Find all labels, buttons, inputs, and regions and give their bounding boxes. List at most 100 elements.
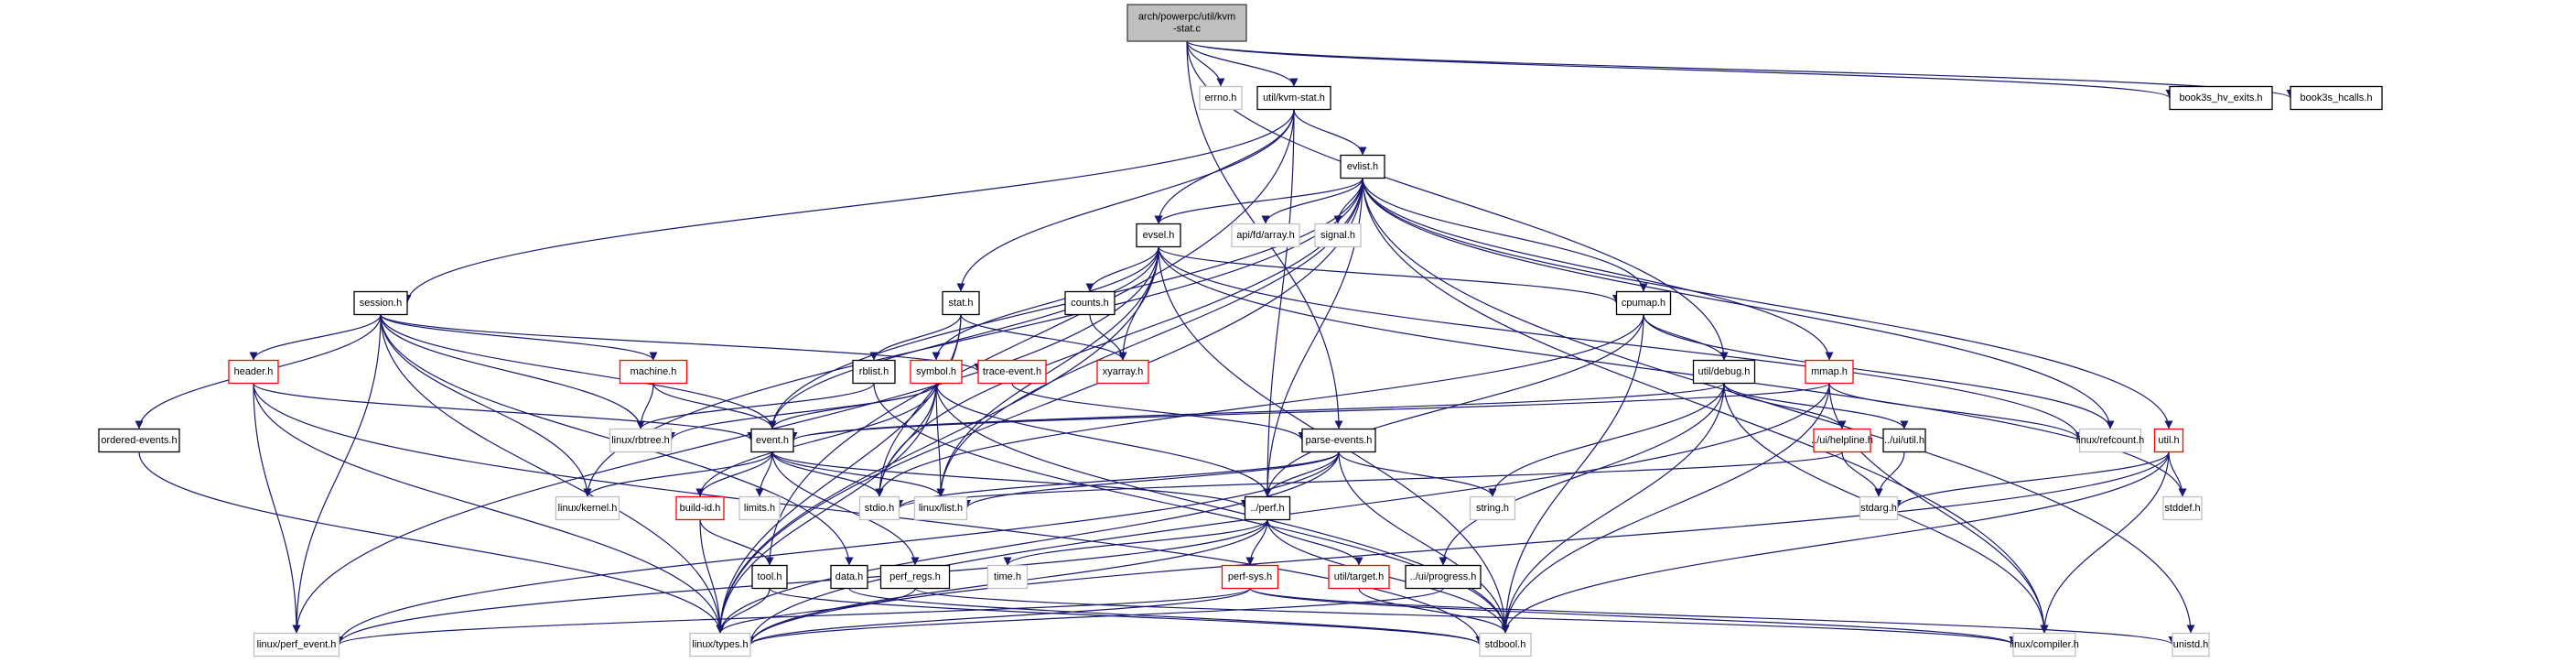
node-perfregs[interactable]: perf_regs.h <box>879 564 951 590</box>
node-event[interactable]: event.h <box>750 428 794 453</box>
node-util[interactable]: util.h <box>2153 428 2184 453</box>
edge-cpumap-to-stdio <box>875 314 1644 497</box>
node-box <box>2169 85 2273 111</box>
edge-helpline-to-stdio <box>895 451 1843 509</box>
edge-event-to-stdio <box>771 451 884 497</box>
edge-evsel-to-perfevent <box>292 246 1159 634</box>
node-box <box>852 359 896 385</box>
node-label: unistd.h <box>2173 639 2209 650</box>
node-hv_exits[interactable]: book3s_hv_exits.h <box>2169 85 2273 111</box>
edge-mmap-to-stdbool <box>1501 383 1830 634</box>
node-symbol[interactable]: symbol.h <box>910 359 963 385</box>
node-evlist[interactable]: evlist.h <box>1340 154 1385 179</box>
edge-session-to-event <box>380 314 777 429</box>
node-label: machine.h <box>631 366 677 377</box>
node-evsel[interactable]: evsel.h <box>1136 223 1181 248</box>
edge-session-to-kernel <box>380 314 592 497</box>
node-signal: signal.h <box>1314 223 1362 248</box>
node-traceevent[interactable]: trace-event.h <box>977 359 1047 385</box>
edge-evlist-to-compiler <box>1362 178 2049 634</box>
node-label: parse-events.h <box>1306 435 1373 446</box>
node-xyarray[interactable]: xyarray.h <box>1096 359 1149 385</box>
edge-perf-to-perfevent <box>335 519 1268 646</box>
node-debug[interactable]: util/debug.h <box>1692 359 1756 385</box>
node-box <box>2012 632 2076 658</box>
node-box <box>1136 223 1181 248</box>
edge-parseevents-to-string <box>1338 451 1497 497</box>
edge-kvmstat_h-to-session <box>403 109 1295 304</box>
edge-evsel-to-counts <box>1085 246 1159 292</box>
edge-parseevents-to-perfevent <box>335 451 1340 646</box>
edge-cpumap-to-stdbool <box>1501 314 1644 634</box>
node-errno: errno.h <box>1199 85 1243 111</box>
node-label: trace-event.h <box>983 366 1041 377</box>
edge-session-to-header <box>249 314 382 361</box>
node-label: errno.h <box>1205 92 1237 103</box>
edge-parseevents-to-list <box>963 451 1340 509</box>
node-string: string.h <box>1469 495 1516 521</box>
node-perfsys[interactable]: perf-sys.h <box>1221 564 1279 590</box>
edges-layer <box>135 40 2295 646</box>
node-label: util.h <box>2158 435 2179 446</box>
node-box <box>1405 564 1482 590</box>
node-stdio: stdio.h <box>858 495 900 521</box>
node-header[interactable]: header.h <box>228 359 279 385</box>
node-label: time.h <box>994 571 1021 582</box>
node-box <box>2162 495 2203 521</box>
node-kvmstat_h[interactable]: util/kvm-stat.h <box>1256 85 1331 111</box>
node-uiutil[interactable]: ../ui/util.h <box>1882 428 1926 453</box>
node-tool[interactable]: tool.h <box>751 564 788 590</box>
node-label: api/fd/array.h <box>1236 230 1294 241</box>
edge-cpumap-to-refcount <box>1643 314 2115 429</box>
edge-header-to-perfevent <box>253 383 301 634</box>
node-stat[interactable]: stat.h <box>942 290 980 316</box>
edge-kvmstat_h-to-perf <box>1263 109 1295 497</box>
edge-symbol-to-event <box>768 383 937 429</box>
edge-symbol-to-buildid <box>695 383 937 497</box>
edge-event-to-limits <box>755 451 773 497</box>
node-progress[interactable]: ../ui/progress.h <box>1405 564 1482 590</box>
edge-util-to-stdarg <box>1893 451 2170 509</box>
node-perf[interactable]: ../perf.h <box>1244 495 1291 521</box>
node-label: linux/rbtree.h <box>611 435 670 446</box>
edge-evsel-to-refcount <box>1158 246 2084 441</box>
node-data[interactable]: data.h <box>830 564 868 590</box>
node-fdarray: api/fd/array.h <box>1231 223 1300 248</box>
node-box <box>1615 290 1672 316</box>
node-counts[interactable]: counts.h <box>1064 290 1116 316</box>
node-label: perf_regs.h <box>889 571 941 582</box>
node-box <box>1314 223 1362 248</box>
node-buildid[interactable]: build-id.h <box>675 495 725 521</box>
edge-evlist-to-fdarray <box>1261 178 1363 224</box>
edge-perf-to-perfsys <box>1245 519 1268 566</box>
node-hcalls[interactable]: book3s_hcalls.h <box>2290 85 2383 111</box>
node-mmap[interactable]: mmap.h <box>1805 359 1854 385</box>
node-parseevents[interactable]: parse-events.h <box>1301 428 1376 453</box>
edge-header-to-types <box>253 383 725 634</box>
edge-debug-to-stdbool <box>1501 383 1725 634</box>
node-helpline[interactable]: ../ui/helpline.h <box>1811 428 1873 453</box>
edge-evlist-to-cpumap <box>1362 178 1648 292</box>
node-root[interactable]: arch/powerpc/util/kvm-stat.c <box>1126 4 1247 42</box>
node-box <box>1126 4 1247 42</box>
node-label: evsel.h <box>1143 230 1175 241</box>
node-rblist[interactable]: rblist.h <box>852 359 896 385</box>
edge-evlist-to-evsel <box>1154 178 1363 224</box>
edge-event-to-list <box>771 451 945 497</box>
node-session[interactable]: session.h <box>353 290 408 316</box>
node-box <box>986 564 1029 590</box>
edge-tool-to-stdbool <box>769 587 1484 646</box>
node-refcount: linux/refcount.h <box>2076 428 2144 453</box>
node-label: util/debug.h <box>1698 366 1751 377</box>
node-cpumap[interactable]: cpumap.h <box>1615 290 1672 316</box>
node-label: ordered-events.h <box>101 435 177 446</box>
node-target[interactable]: util/target.h <box>1328 564 1390 590</box>
edge-perfsys-to-perfevent <box>335 587 1251 646</box>
edge-symbol-to-list <box>935 383 945 497</box>
node-machine[interactable]: machine.h <box>619 359 688 385</box>
node-stddef: stddef.h <box>2162 495 2203 521</box>
edge-util-to-compiler <box>2040 451 2170 634</box>
node-box <box>1340 154 1385 179</box>
node-box <box>830 564 868 590</box>
node-ordered[interactable]: ordered-events.h <box>98 428 180 453</box>
